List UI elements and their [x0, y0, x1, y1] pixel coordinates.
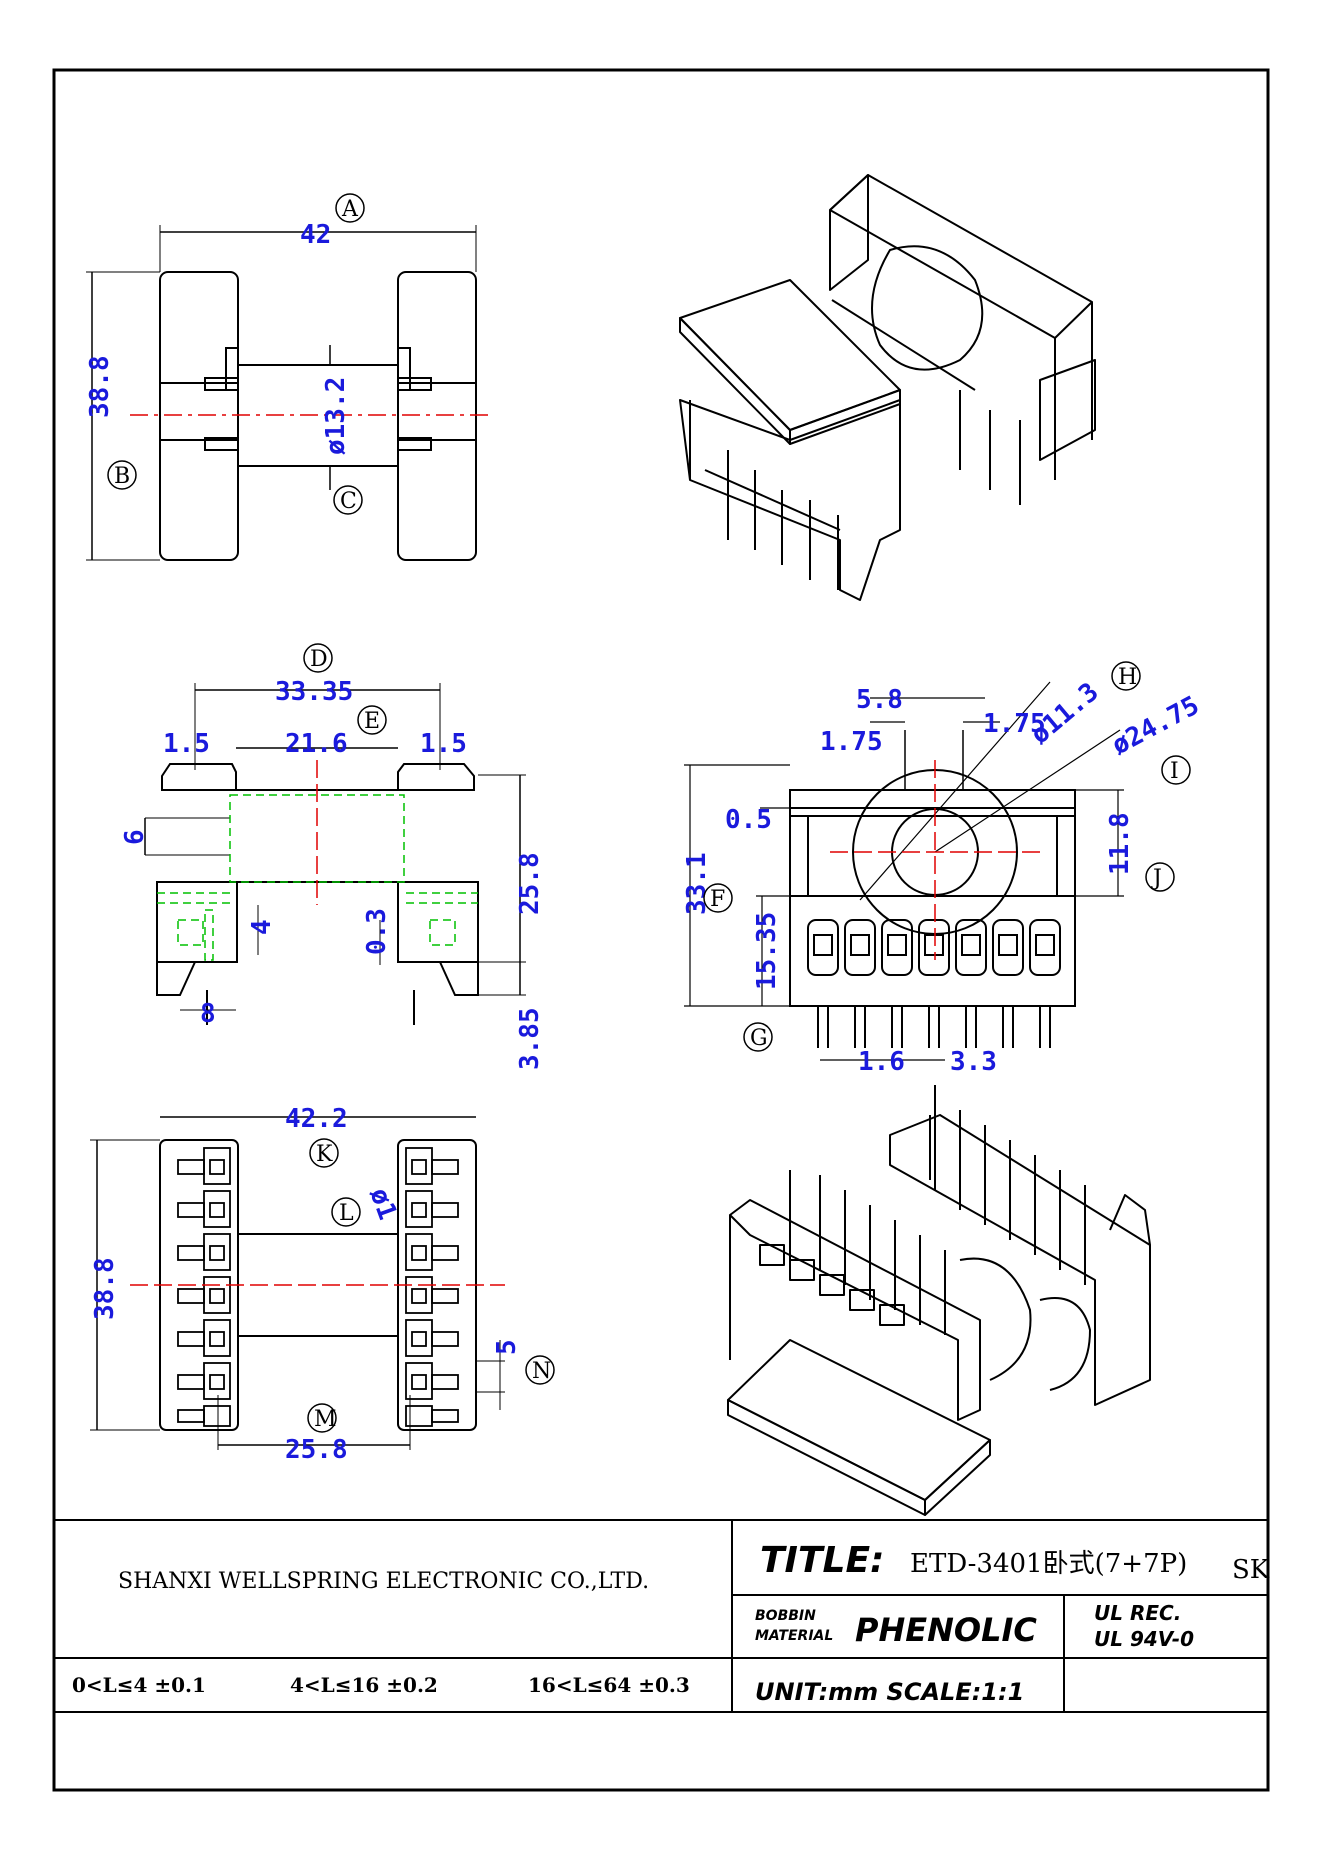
material-label-1: BOBBIN — [755, 1608, 816, 1624]
label-D: D — [303, 643, 333, 673]
svg-text:H: H — [1118, 665, 1137, 690]
side-pins — [807, 919, 1061, 1048]
iso-view-top — [679, 174, 1096, 601]
svg-text:K: K — [316, 1142, 333, 1167]
sheet-border — [52, 68, 1270, 1792]
ul-rec: UL REC. — [1094, 1601, 1181, 1625]
dim-side-05: 0.5 — [725, 805, 772, 835]
dim-side-118: 11.8 — [1105, 812, 1135, 875]
dim-side-16: 1.6 — [858, 1047, 905, 1077]
dim-front-03: 0.3 — [362, 908, 392, 955]
label-I: I — [1161, 755, 1191, 785]
material-value: PHENOLIC — [855, 1611, 1037, 1649]
dim-side-33: 3.3 — [950, 1047, 997, 1077]
side-dim-lines — [684, 681, 1124, 1061]
top-view — [86, 225, 477, 561]
material-label-2: MATERIAL — [755, 1628, 833, 1644]
title-label: TITLE: — [760, 1540, 884, 1581]
dim-front-inner: 21.6 — [285, 729, 348, 759]
svg-text:C: C — [340, 489, 357, 514]
bottom-view — [90, 1116, 505, 1450]
dim-bottom-pin: ø1 — [363, 1184, 402, 1224]
dim-front-left-flange: 1.5 — [163, 729, 210, 759]
dim-top-core-dia: ø13.2 — [321, 377, 351, 455]
svg-text:D: D — [310, 647, 328, 672]
iso-view-bottom — [727, 1085, 1151, 1516]
svg-text:G: G — [750, 1026, 768, 1051]
label-J: J — [1145, 862, 1175, 892]
dim-bottom-pitch: 5 — [492, 1339, 522, 1355]
svg-text:A: A — [341, 197, 359, 222]
dim-side-331: 33.1 — [682, 852, 712, 915]
dim-top-height: 38.8 — [85, 355, 115, 418]
dim-side-1535: 15.35 — [752, 912, 782, 990]
dim-front-258: 25.8 — [515, 852, 545, 915]
label-L: L — [331, 1197, 361, 1227]
dim-bottom-width: 42.2 — [285, 1104, 348, 1134]
side-view — [789, 730, 1076, 1007]
bottom-pins-right — [405, 1147, 459, 1427]
dim-front-8: 8 — [200, 999, 216, 1029]
label-K: K — [309, 1138, 339, 1168]
svg-text:B: B — [114, 464, 130, 489]
label-B: B — [107, 460, 137, 490]
company-name: SHANXI WELLSPRING ELECTRONIC CO.,LTD. — [118, 1569, 649, 1594]
svg-text:I: I — [1170, 759, 1179, 784]
label-A: A — [335, 193, 365, 223]
label-N: N — [525, 1355, 555, 1385]
svg-text:M: M — [314, 1407, 337, 1432]
front-hidden-lines — [157, 794, 478, 961]
tolerance-3: 16<L≤64 ±0.3 — [528, 1673, 690, 1697]
svg-text:J: J — [1151, 866, 1162, 891]
svg-text:N: N — [532, 1359, 551, 1384]
dim-front-6: 6 — [120, 829, 150, 845]
tolerance-2: 4<L≤16 ±0.2 — [290, 1673, 438, 1697]
ul-rating: UL 94V-0 — [1094, 1627, 1194, 1651]
title-value: ETD-3401卧式(7+7P) — [910, 1549, 1187, 1579]
dim-bottom-height: 38.8 — [90, 1257, 120, 1320]
dim-bottom-inner: 25.8 — [285, 1435, 348, 1465]
label-M: M — [307, 1403, 337, 1433]
bottom-pins-left — [177, 1147, 231, 1427]
label-E: E — [357, 705, 387, 735]
label-H: H — [1111, 661, 1141, 691]
dim-front-4: 4 — [247, 919, 277, 935]
dim-side-175b: 1.75 — [983, 709, 1046, 739]
label-G: G — [743, 1022, 773, 1052]
label-C: C — [333, 485, 363, 515]
dim-front-right-flange: 1.5 — [420, 729, 467, 759]
label-F: F — [703, 883, 733, 913]
dim-side-175a: 1.75 — [820, 727, 883, 757]
dim-front-385: 3.85 — [515, 1007, 545, 1070]
dim-top-width: 42 — [300, 220, 331, 250]
svg-text:L: L — [339, 1201, 354, 1226]
dim-side-2475: ø24.75 — [1107, 691, 1204, 762]
tolerance-1: 0<L≤4 ±0.1 — [72, 1673, 206, 1697]
dim-front-overall: 33.35 — [275, 677, 353, 707]
title-suffix: SK — [1232, 1555, 1270, 1585]
svg-text:F: F — [710, 887, 725, 912]
dim-side-58: 5.8 — [856, 685, 903, 715]
unit-scale: UNIT:mm SCALE:1:1 — [755, 1678, 1024, 1706]
svg-text:E: E — [364, 709, 380, 734]
